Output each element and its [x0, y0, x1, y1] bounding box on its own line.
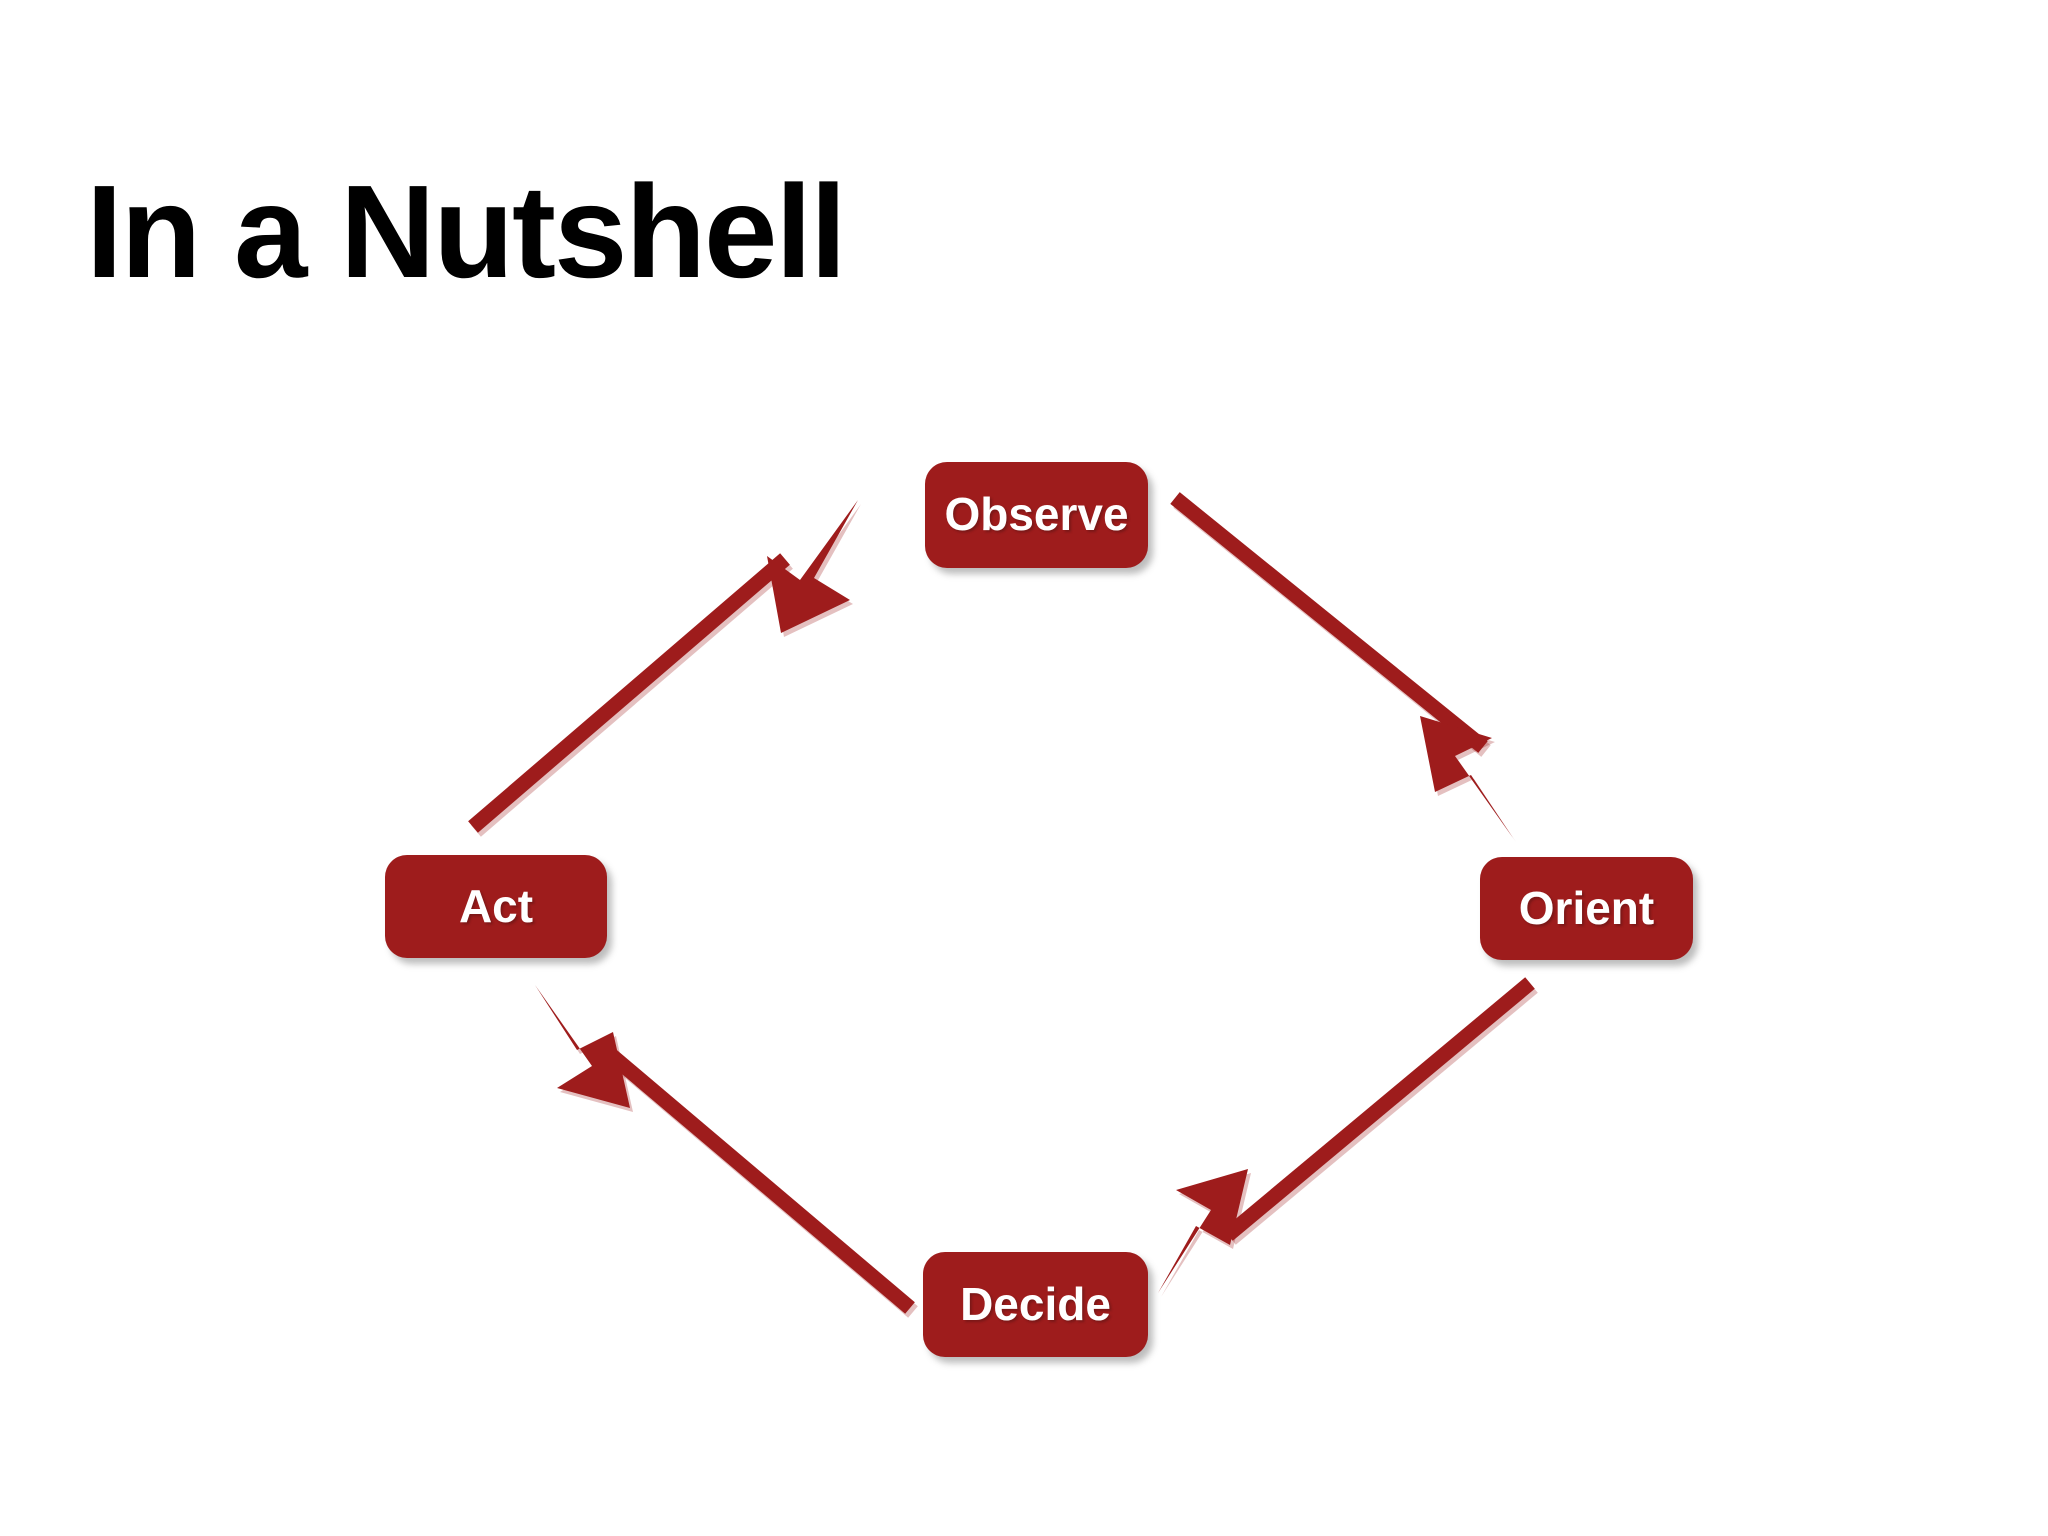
diagram-node-act-label: Act — [458, 879, 534, 932]
diagram-node-observe[interactable]: Observe — [925, 462, 1148, 568]
diagram-node-decide[interactable]: Decide — [923, 1252, 1148, 1357]
arrow-act-to-observe — [468, 500, 861, 837]
diagram-node-observe-label: Observe — [944, 488, 1129, 540]
diagram-node-orient-label: Orient — [1518, 881, 1655, 934]
arrow-orient-to-decide — [1158, 977, 1538, 1297]
diagram-node-act[interactable]: Act — [385, 855, 607, 958]
arrow-decide-to-act — [535, 985, 918, 1318]
diagram-node-decide-label: Decide — [960, 1277, 1111, 1330]
diagram-node-orient[interactable]: Orient — [1480, 857, 1693, 960]
arrow-observe-to-orient — [1170, 492, 1516, 842]
page-title: In a Nutshell — [86, 158, 847, 305]
